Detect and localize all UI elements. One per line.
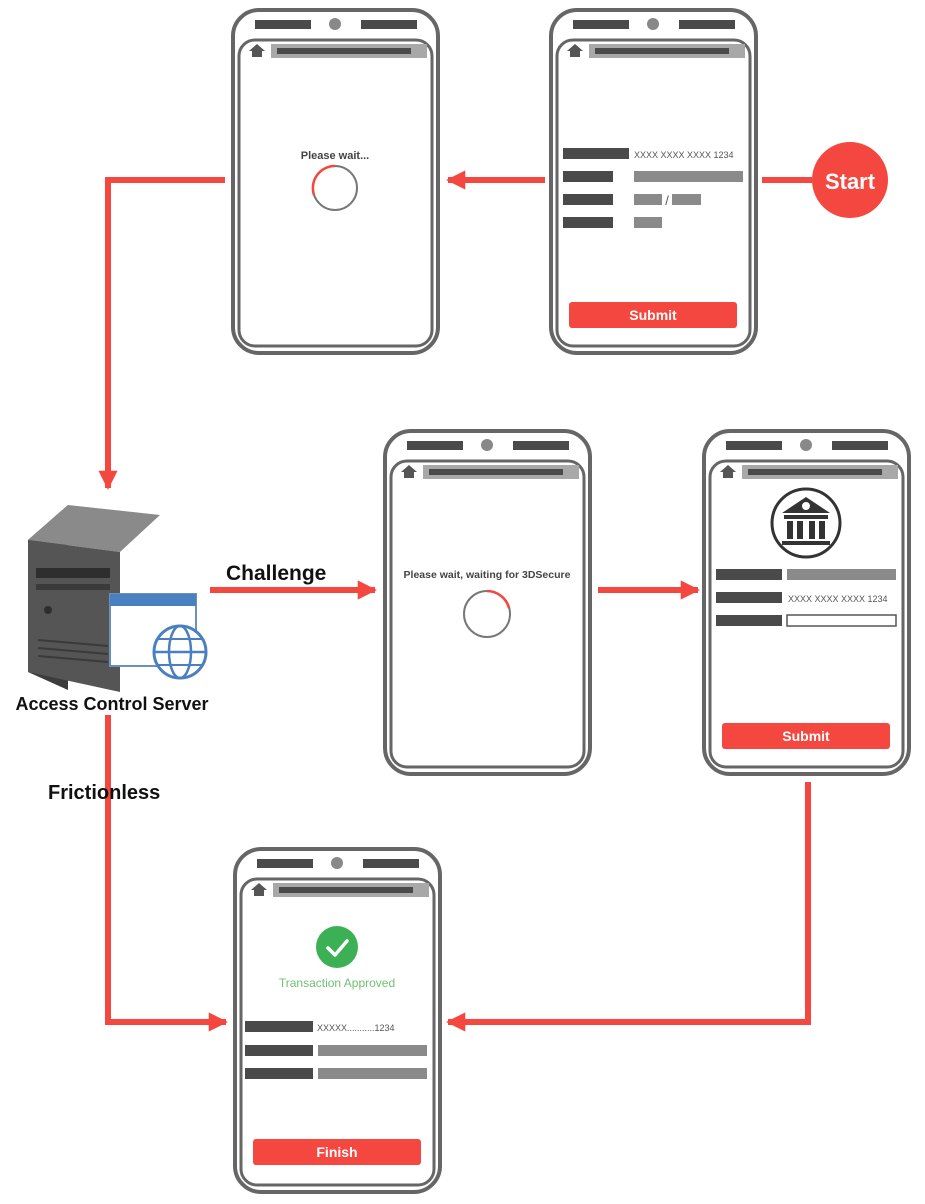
bank-icon: [770, 487, 842, 559]
challenge-label: Challenge: [226, 562, 326, 585]
access-control-server: [28, 505, 208, 692]
phone-3dsecure-wait: Please wait, waiting for 3DSecure: [383, 429, 592, 776]
web-window-icon: [109, 593, 208, 680]
field-label-1: [716, 569, 782, 580]
home-icon: [401, 465, 417, 478]
start-label: Start: [825, 169, 876, 194]
name-label: [563, 171, 613, 182]
finish-button[interactable]: Finish: [253, 1139, 421, 1165]
arrow-frictionless: [105, 715, 228, 1032]
wait-message: Please wait...: [301, 150, 369, 162]
detail-label-3: [245, 1068, 313, 1079]
expiry-label: [563, 194, 613, 205]
detail-value-2: [318, 1045, 427, 1056]
password-input[interactable]: [786, 614, 897, 627]
arrow-bank-to-approved: [446, 782, 811, 1032]
server-front: [28, 540, 120, 692]
submit-button[interactable]: Submit: [722, 723, 890, 749]
phone-camera: [800, 439, 812, 451]
field-value-1: [787, 569, 896, 580]
phone-camera: [331, 857, 343, 869]
phone-wait: Please wait...: [231, 8, 440, 355]
submit-button[interactable]: Submit: [569, 302, 737, 328]
phone-bank-challenge: XXXX XXXX XXXX 1234 Submit: [702, 429, 911, 776]
home-icon: [249, 44, 265, 57]
transaction-status: Transaction Approved: [279, 976, 395, 990]
submit-label: Submit: [629, 307, 677, 323]
server-label: Access Control Server: [15, 694, 208, 714]
server-drive-bay-2: [36, 584, 110, 590]
expiry-year-field[interactable]: [672, 194, 701, 205]
cvv-field[interactable]: [634, 217, 662, 228]
phone-camera: [647, 18, 659, 30]
card-number-value: XXXX XXXX XXXX 1234: [788, 594, 888, 604]
home-icon: [567, 44, 583, 57]
start-circle: [812, 142, 888, 218]
card-number-label: [563, 148, 629, 159]
start-node: Start: [812, 142, 888, 218]
phone-approved: Transaction Approved XXXXX...........123…: [233, 847, 442, 1194]
expiry-month-field[interactable]: [634, 194, 662, 205]
detail-label-2: [245, 1045, 313, 1056]
home-icon: [251, 883, 267, 896]
cvv-label: [563, 217, 613, 228]
card-label: [245, 1021, 313, 1032]
phone-camera: [481, 439, 493, 451]
detail-value-3: [318, 1068, 427, 1079]
server-drive-bay: [36, 568, 110, 578]
frictionless-label: Frictionless: [48, 782, 160, 804]
finish-label: Finish: [316, 1144, 357, 1160]
wait-3dsecure-message: Please wait, waiting for 3DSecure: [404, 569, 571, 581]
submit-label: Submit: [782, 728, 830, 744]
arrow-wait-to-server: [98, 177, 225, 490]
flow-arrows: [98, 170, 812, 1032]
server-vent: [37, 639, 109, 663]
phone-camera: [329, 18, 341, 30]
card-masked-value: XXXXX...........1234: [317, 1023, 395, 1033]
card-number-value: XXXX XXXX XXXX 1234: [634, 150, 734, 160]
expiry-separator: /: [665, 193, 669, 208]
phone-checkout: XXXX XXXX XXXX 1234 / Submit: [549, 8, 758, 355]
server-power-button: [44, 606, 52, 614]
password-label: [716, 615, 782, 626]
checkmark-icon: [316, 926, 358, 968]
home-icon: [720, 465, 736, 478]
card-number-label: [716, 592, 782, 603]
server-top: [28, 505, 160, 552]
name-field[interactable]: [634, 171, 743, 182]
